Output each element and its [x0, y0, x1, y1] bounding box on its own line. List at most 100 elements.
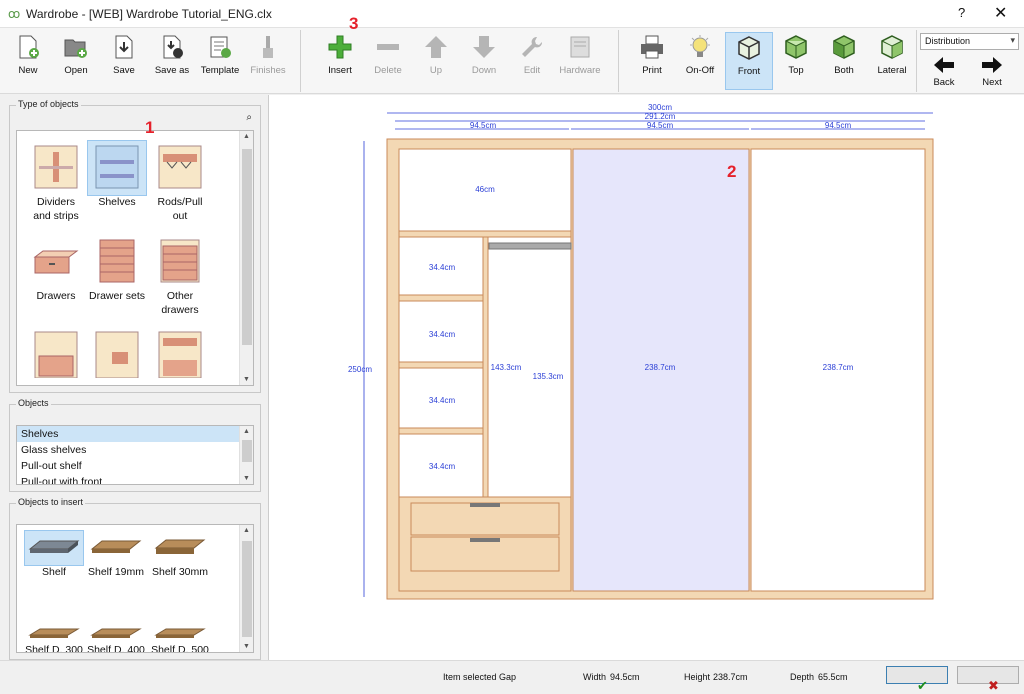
- type-of-objects-legend: Type of objects: [16, 99, 81, 109]
- rods-icon: [158, 145, 202, 189]
- insert-button[interactable]: Insert: [316, 32, 364, 90]
- tile-drawers[interactable]: Drawers: [27, 235, 85, 303]
- insert-item-shelf[interactable]: Shelf: [24, 530, 84, 579]
- objects-to-insert-scrollbar[interactable]: ▲ ▼: [239, 525, 253, 652]
- template-label: Template: [200, 65, 240, 76]
- insert-label: Insert: [328, 65, 352, 76]
- tile-combo-1[interactable]: [27, 327, 85, 381]
- shelf[interactable]: [398, 427, 486, 435]
- plus-icon: [328, 35, 352, 59]
- divider[interactable]: [482, 236, 489, 500]
- dividers-icon: [34, 145, 78, 189]
- selected-gap[interactable]: [572, 148, 750, 592]
- print-button[interactable]: Print: [628, 32, 676, 90]
- shelf-height-label: 34.4cm: [429, 396, 456, 405]
- on-off-button[interactable]: On-Off: [676, 32, 724, 90]
- list-item[interactable]: Pull-out shelf: [21, 460, 82, 472]
- insert-item-shelf-19mm[interactable]: Shelf 19mm: [87, 531, 145, 579]
- template-button[interactable]: Template: [196, 32, 244, 90]
- scroll-thumb[interactable]: [242, 541, 252, 637]
- both-label: Both: [834, 65, 854, 76]
- right-gap[interactable]: [750, 148, 926, 592]
- edit-label: Edit: [523, 65, 541, 76]
- scroll-thumb[interactable]: [242, 440, 252, 462]
- hardware-button[interactable]: Hardware: [556, 32, 604, 90]
- help-button[interactable]: ?: [958, 5, 966, 20]
- tile-drawer-sets[interactable]: Drawer sets: [88, 235, 146, 303]
- list-item[interactable]: Shelves: [17, 426, 253, 442]
- minus-icon: [377, 44, 399, 50]
- tile-combo-3[interactable]: [151, 327, 209, 381]
- insert-item-shelf-d400[interactable]: Shelf D. 400: [87, 625, 145, 653]
- list-item[interactable]: Pull-out with front: [21, 476, 103, 485]
- both-view-button[interactable]: Both: [820, 32, 868, 90]
- insert-item-shelf-d500[interactable]: Shelf D. 500: [151, 625, 209, 652]
- shelf-dark-icon: [28, 540, 80, 553]
- down-button[interactable]: Down: [460, 32, 508, 90]
- tile-rods[interactable]: Rods/Pull out: [151, 141, 209, 223]
- tile-shelves[interactable]: Shelves: [87, 140, 147, 209]
- tile-combo-2[interactable]: [88, 327, 146, 381]
- drawer[interactable]: [410, 502, 560, 536]
- list-item[interactable]: Glass shelves: [21, 444, 87, 456]
- tile-label: Shelf D. 400: [87, 644, 145, 653]
- insert-item-shelf-30mm[interactable]: Shelf 30mm: [151, 531, 209, 579]
- new-button[interactable]: New: [4, 32, 52, 90]
- next-button[interactable]: Next: [968, 54, 1016, 92]
- cancel-button[interactable]: ✖: [957, 666, 1019, 693]
- delete-button[interactable]: Delete: [364, 32, 412, 90]
- distribution-select[interactable]: Distribution ▾: [920, 33, 1019, 50]
- toolbar-separator: [300, 30, 301, 92]
- scroll-down-icon[interactable]: ▼: [243, 643, 250, 650]
- scroll-thumb[interactable]: [242, 149, 252, 345]
- check-icon: ✔: [917, 678, 928, 693]
- ok-button[interactable]: ✔: [886, 666, 948, 693]
- hanging-rod[interactable]: [488, 242, 572, 250]
- dimension-labels: 300cm 291.2cm 94.5cm 94.5cm 94.5cm 250cm…: [348, 103, 854, 471]
- down-label: Down: [471, 65, 497, 76]
- depth-label: Depth: [790, 672, 815, 682]
- drawer[interactable]: [410, 536, 560, 572]
- design-canvas[interactable]: 300cm 291.2cm 94.5cm 94.5cm 94.5cm 250cm…: [268, 95, 1024, 660]
- chevron-down-icon: ▾: [1010, 35, 1015, 45]
- wardrobe-front-view[interactable]: 300cm 291.2cm 94.5cm 94.5cm 94.5cm 250cm…: [269, 95, 1024, 660]
- print-label: Print: [642, 65, 662, 76]
- shelf-height-label: 34.4cm: [429, 263, 456, 272]
- col2-width-label: 94.5cm: [647, 121, 674, 130]
- finishes-label: Finishes: [250, 65, 286, 76]
- scroll-up-icon[interactable]: ▲: [243, 428, 250, 435]
- other-drawers-icon: [160, 239, 200, 283]
- tile-dividers[interactable]: Dividers and strips: [27, 141, 85, 223]
- objects-scrollbar[interactable]: ▲ ▼: [239, 426, 253, 484]
- open-button[interactable]: Open: [52, 32, 100, 90]
- edit-button[interactable]: Edit: [508, 32, 556, 90]
- save-button[interactable]: Save: [100, 32, 148, 90]
- scroll-down-icon[interactable]: ▼: [243, 475, 250, 482]
- shelf[interactable]: [398, 294, 486, 302]
- top-view-button[interactable]: Top: [772, 32, 820, 90]
- type-of-objects-group: Type of objects ⌕ Dividers and strips Sh…: [9, 99, 261, 393]
- save-as-button[interactable]: Save as: [148, 32, 196, 90]
- shelf[interactable]: [398, 230, 572, 238]
- binoculars-icon[interactable]: ⌕: [246, 112, 252, 123]
- finishes-button[interactable]: Finishes: [244, 32, 292, 90]
- cube-front-icon: [738, 36, 760, 60]
- insert-item-shelf-d300[interactable]: Shelf D. 300: [25, 625, 83, 652]
- hardware-label: Hardware: [559, 65, 601, 76]
- width-label: Width: [583, 672, 607, 682]
- tile-label: Rods/Pull out: [157, 196, 203, 222]
- arrow-left-icon: [934, 57, 954, 73]
- lateral-view-button[interactable]: Lateral: [868, 32, 916, 90]
- back-button[interactable]: Back: [920, 54, 968, 92]
- scroll-up-icon[interactable]: ▲: [243, 133, 250, 140]
- annotation-marker-1: 1: [145, 118, 155, 137]
- shelf[interactable]: [398, 361, 486, 369]
- scroll-up-icon[interactable]: ▲: [243, 527, 250, 534]
- up-button[interactable]: Up: [412, 32, 460, 90]
- front-view-button[interactable]: Front: [725, 32, 773, 90]
- scroll-down-icon[interactable]: ▼: [243, 376, 250, 383]
- close-button[interactable]: ✕: [994, 5, 1008, 22]
- tile-other-drawers[interactable]: Other drawers: [151, 235, 209, 317]
- type-of-objects-scrollbar[interactable]: ▲ ▼: [239, 131, 253, 385]
- front-label: Front: [737, 66, 761, 77]
